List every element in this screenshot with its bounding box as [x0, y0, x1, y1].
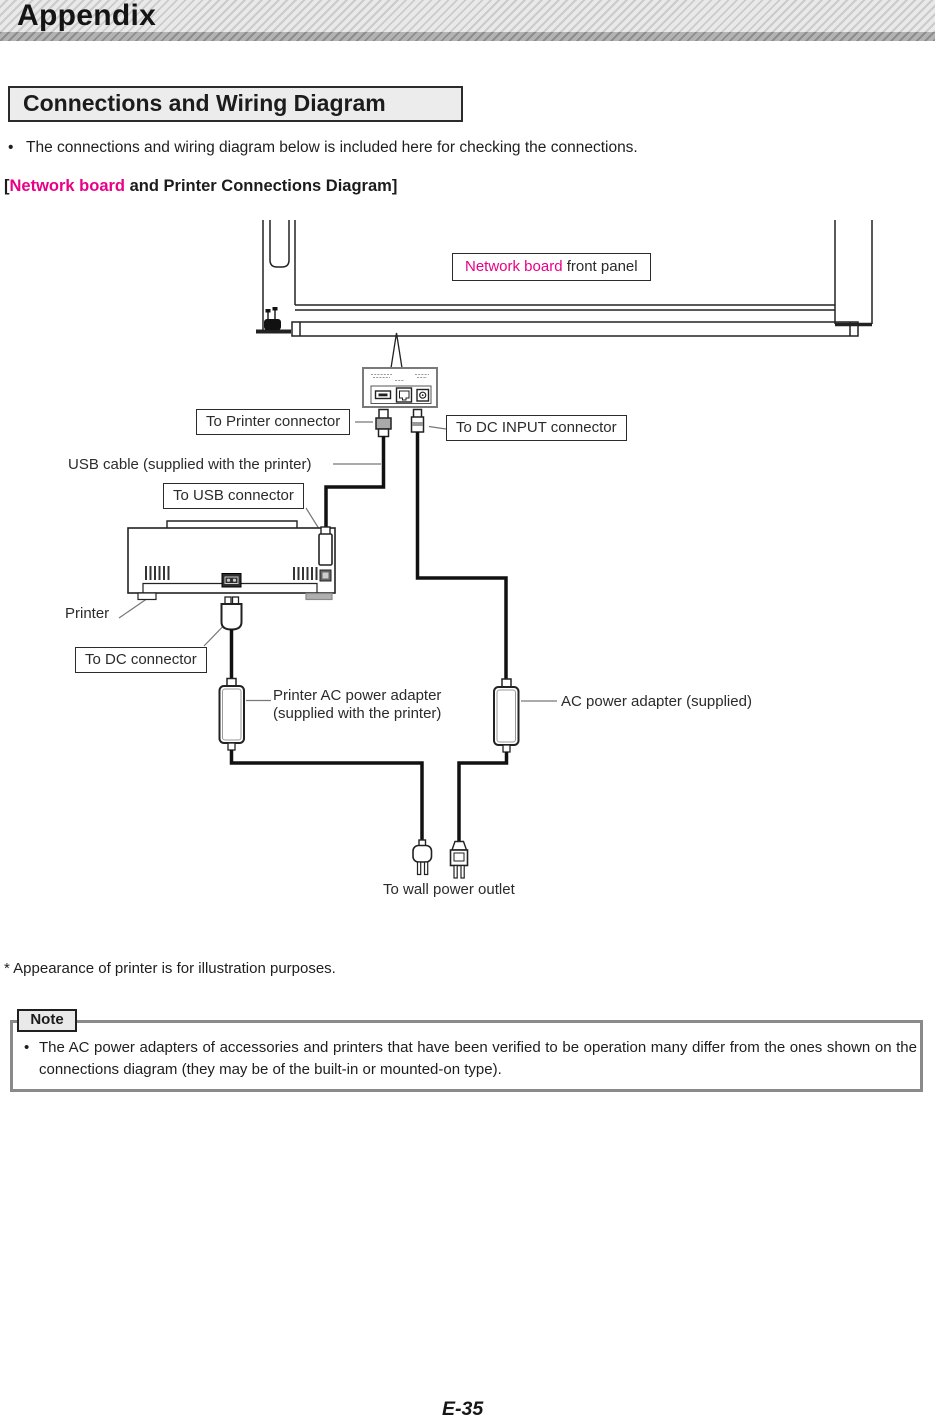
to-usb-connector-label: To USB connector — [163, 483, 304, 509]
printer-dc-plug-icon — [220, 596, 243, 631]
network-board-highlight: Network board — [465, 258, 563, 275]
ac-adapter-icon — [493, 678, 520, 753]
usb-cable-line — [324, 436, 386, 535]
printer-ac-adapter-label-line2: (supplied with the printer) — [273, 704, 442, 722]
board-connector-icon — [264, 307, 281, 330]
printer-usb-plug-icon — [318, 526, 333, 566]
power-plug-right-icon — [449, 840, 469, 879]
heading-bracket: [ — [4, 177, 10, 195]
whiteboard-illustration — [256, 220, 873, 337]
lan-port-icon — [395, 387, 413, 403]
note-bullet-marker: • — [24, 1039, 30, 1056]
board-power-cable-line — [457, 752, 509, 842]
to-dc-connector-label: To DC connector — [75, 647, 207, 673]
bullet-marker: • — [8, 139, 14, 156]
front-panel-text: front panel — [562, 258, 638, 275]
page-number: E-35 — [442, 1398, 484, 1420]
network-board-panel-icon — [362, 367, 438, 408]
dc-plug-icon — [410, 408, 425, 433]
printer-ac-adapter-label: Printer AC power adapter (supplied with … — [273, 687, 441, 722]
network-board-front-panel-label: Network board front panel — [452, 253, 651, 281]
printer-ac-adapter-icon — [218, 677, 245, 751]
usb-port-icon — [374, 390, 392, 400]
heading-rest: and Printer Connections Diagram] — [125, 177, 398, 195]
note-box — [10, 1020, 923, 1092]
printer-dc-port-icon — [221, 573, 242, 588]
printer-illustration — [127, 520, 336, 601]
dc-cable-line — [415, 432, 508, 680]
dc-input-port-icon — [416, 388, 430, 402]
section-title: Connections and Wiring Diagram — [8, 86, 463, 122]
header-band: Appendix — [0, 0, 935, 41]
to-wall-power-outlet-label: To wall power outlet — [383, 881, 515, 898]
intro-bullet-item: • The connections and wiring diagram belo… — [8, 139, 638, 157]
intro-text: The connections and wiring diagram below… — [26, 139, 638, 156]
usb-cable-label: USB cable (supplied with the printer) — [68, 456, 312, 473]
note-tab: Note — [17, 1009, 77, 1032]
panel-pointer-icon — [390, 332, 403, 369]
usb-plug-icon — [375, 408, 392, 438]
page-title: Appendix — [17, 0, 157, 32]
note-text: The AC power adapters of accessories and… — [39, 1039, 917, 1078]
printer-label: Printer — [65, 605, 110, 622]
to-printer-connector-label: To Printer connector — [196, 409, 351, 435]
diagram-heading: [Network board and Printer Connections D… — [4, 177, 397, 196]
note-bullet-item: • The AC power adapters of accessories a… — [24, 1037, 917, 1080]
to-dc-input-connector-label: To DC INPUT connector — [446, 415, 627, 441]
header-band-shadow — [0, 32, 935, 41]
printer-ac-adapter-label-line1: Printer AC power adapter — [273, 687, 442, 704]
power-plug-left-icon — [412, 839, 433, 876]
ac-power-adapter-label: AC power adapter (supplied) — [561, 693, 752, 710]
printer-appearance-footnote: * Appearance of printer is for illustrat… — [4, 960, 336, 977]
printer-power-cable-line — [229, 750, 424, 843]
heading-highlight: Network board — [9, 177, 126, 195]
